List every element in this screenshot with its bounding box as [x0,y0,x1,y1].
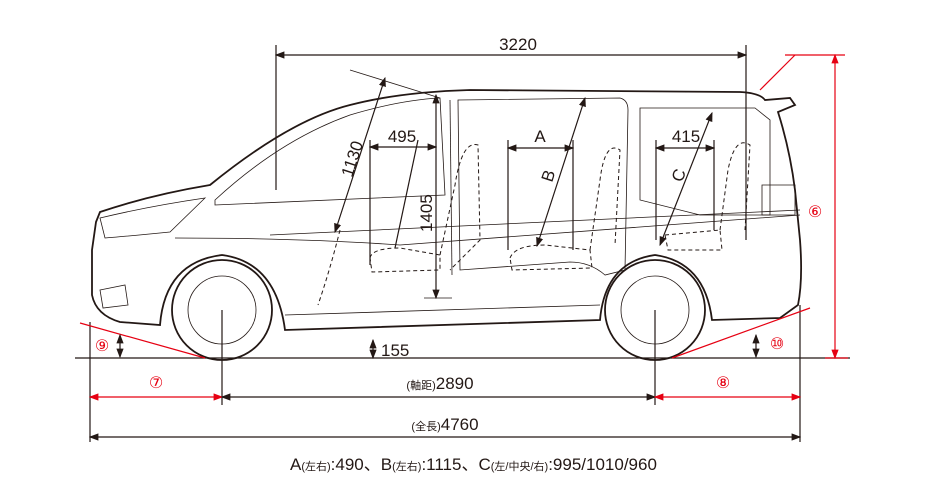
dimension-wheelbase: (軸距)2890 [220,374,657,401]
marker-8: ⑧ [716,373,730,392]
dimension-departure-angle: ⑩ [671,307,811,359]
dimension-a: A [506,127,575,250]
seat-width-footnote: A(左右):490、B(左右):1115、C(左/中央/右):995/1010/… [290,455,657,474]
seat-a-label: A [534,127,546,146]
dimension-ground-clearance: 155 [369,338,409,360]
svg-text:(全長)4760: (全長)4760 [411,415,478,434]
dimension-interior-length: 3220 [274,35,748,240]
svg-text:(軸距)2890: (軸距)2890 [406,374,473,393]
overall-length-label: (全長) [411,419,440,433]
seat-c-label: C [668,166,690,184]
front-diagonal-value: 1130 [338,139,367,180]
ground-clearance-value: 155 [381,341,409,360]
dimension-overall-length: (全長)4760 [88,415,802,441]
interior-length-value: 3220 [499,35,537,54]
seat-b-label: B [538,168,560,185]
marker-10: ⑩ [770,334,784,353]
marker-9: ⑨ [95,336,109,355]
dimension-c: C [659,111,713,247]
wheelbase-label: (軸距) [406,378,435,392]
front-width-value: 495 [388,127,416,146]
extension-lines [89,305,801,442]
dimension-rear-overhang: ⑧ [653,373,802,401]
wheelbase-value: 2890 [436,374,474,393]
dimension-approach-angle: ⑨ [79,322,206,359]
car-outline [91,89,803,331]
dimension-front-overhang: ⑦ [88,373,224,401]
interior-height-value: 1405 [417,194,436,232]
third-row-value: 415 [672,127,700,146]
marker-7: ⑦ [149,373,163,392]
dimension-overall-height: ⑥ [759,53,848,360]
overall-length-value: 4760 [441,415,479,434]
marker-6: ⑥ [808,202,822,221]
dimension-interior-height: 1405 [394,93,452,300]
dimension-b: B [536,96,586,248]
